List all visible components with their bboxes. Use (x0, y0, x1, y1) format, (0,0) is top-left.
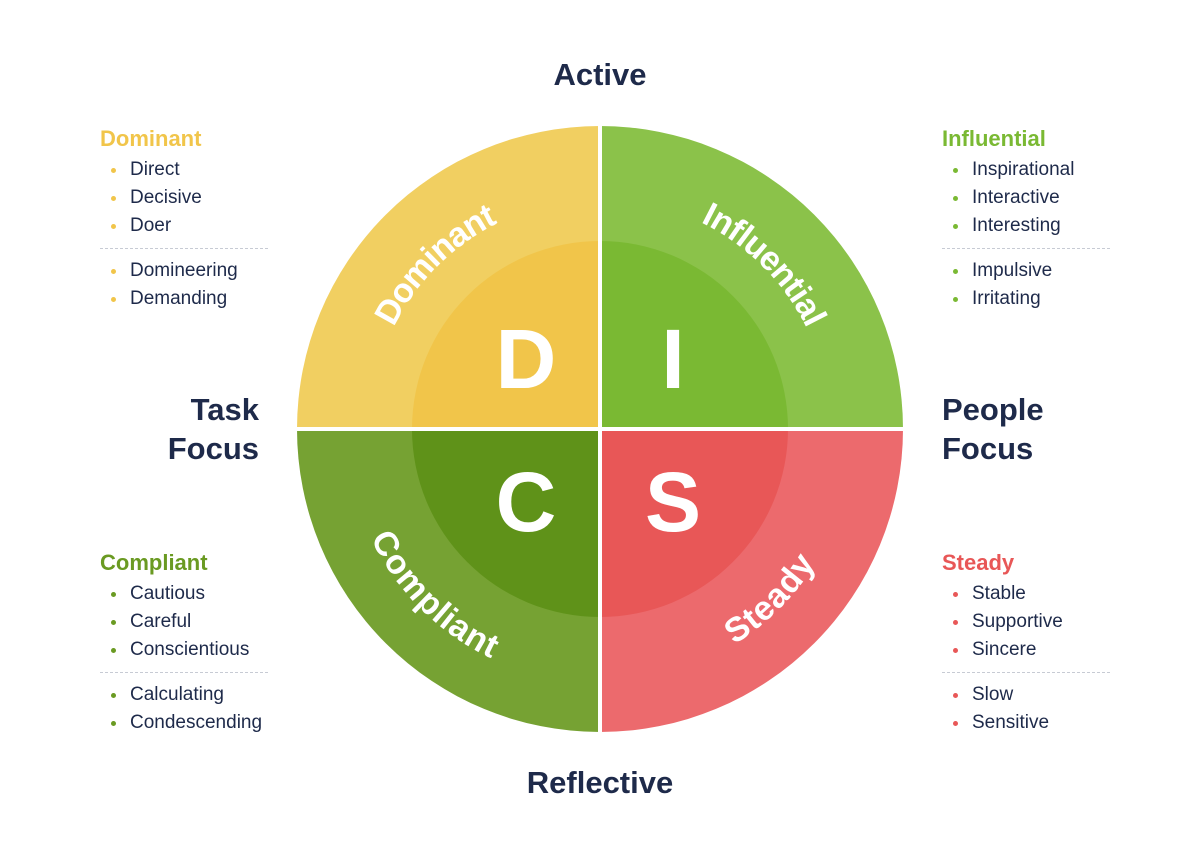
bullet-icon (953, 196, 958, 201)
bullet-icon (953, 297, 958, 302)
bullet-icon (953, 224, 958, 229)
letter-i: I (661, 312, 684, 406)
panel-separator (942, 672, 1110, 673)
panel-title-influential: Influential (942, 126, 1046, 151)
bullet-icon (111, 620, 116, 625)
trait-text: Sensitive (972, 712, 1050, 733)
bullet-icon (953, 168, 958, 173)
trait-text: Stable (972, 583, 1026, 604)
trait-item: Sensitive (942, 709, 1122, 737)
bullet-icon (111, 196, 116, 201)
trait-text: Doer (130, 215, 172, 236)
trait-text: Direct (130, 159, 180, 180)
trait-text: Calculating (130, 684, 224, 705)
trait-text: Demanding (130, 288, 228, 309)
trait-item: Inspirational (942, 156, 1122, 184)
quadrant-dominant-inner (412, 241, 600, 429)
trait-item: Impulsive (942, 257, 1122, 285)
bullet-icon (953, 269, 958, 274)
quadrant-influential-inner (600, 241, 788, 429)
axis-label-active: Active (553, 57, 647, 92)
panel-title-compliant: Compliant (100, 550, 208, 575)
bullet-icon (111, 224, 116, 229)
axis-label-task-line1: Task (190, 392, 259, 427)
trait-item: Demanding (100, 285, 280, 313)
bullet-icon (111, 721, 116, 726)
trait-item: Calculating (100, 681, 280, 709)
axis-label-people-line1: People (942, 392, 1044, 427)
trait-text: Irritating (972, 288, 1041, 309)
trait-text: Domineering (130, 260, 238, 281)
trait-text: Decisive (130, 187, 202, 208)
trait-text: Cautious (130, 583, 205, 604)
axis-label-people-line2: Focus (942, 431, 1034, 466)
trait-item: Stable (942, 580, 1122, 608)
letter-d: D (496, 312, 557, 406)
quadrant-steady-inner (600, 429, 788, 617)
trait-text: Conscientious (130, 639, 250, 660)
trait-item: Condescending (100, 709, 280, 737)
trait-text: Impulsive (972, 260, 1053, 281)
panel-separator (100, 672, 268, 673)
bullet-icon (953, 592, 958, 597)
trait-item: Cautious (100, 580, 280, 608)
bullet-icon (111, 269, 116, 274)
axis-label-task-line2: Focus (167, 431, 259, 466)
trait-item: Slow (942, 681, 1122, 709)
quadrant-compliant-inner (412, 429, 600, 617)
bullet-icon (111, 168, 116, 173)
trait-text: Condescending (130, 712, 263, 733)
trait-item: Irritating (942, 285, 1122, 313)
trait-item: Careful (100, 608, 280, 636)
trait-item: Supportive (942, 608, 1122, 636)
bullet-icon (953, 693, 958, 698)
trait-item: Direct (100, 156, 280, 184)
trait-item: Decisive (100, 184, 280, 212)
trait-item: Sincere (942, 636, 1122, 664)
trait-text: Interactive (972, 187, 1060, 208)
axis-label-reflective: Reflective (526, 765, 674, 800)
bullet-icon (111, 648, 116, 653)
bullet-icon (953, 648, 958, 653)
trait-text: Careful (130, 611, 192, 632)
panel-separator (942, 248, 1110, 249)
trait-item: Interactive (942, 184, 1122, 212)
letter-s: S (645, 455, 701, 549)
bullet-icon (111, 592, 116, 597)
panel-separator (100, 248, 268, 249)
trait-text: Supportive (972, 611, 1063, 632)
trait-text: Inspirational (972, 159, 1075, 180)
trait-text: Sincere (972, 639, 1037, 660)
bullet-icon (953, 620, 958, 625)
bullet-icon (111, 297, 116, 302)
bullet-icon (953, 721, 958, 726)
axis-label-task-focus: Task Focus (100, 390, 259, 468)
trait-item: Conscientious (100, 636, 280, 664)
trait-text: Interesting (972, 215, 1061, 236)
trait-item: Doer (100, 212, 280, 240)
panel-title-steady: Steady (942, 550, 1015, 575)
letter-c: C (496, 455, 557, 549)
axis-label-people-focus: People Focus (942, 390, 1142, 468)
trait-item: Domineering (100, 257, 280, 285)
panel-title-dominant: Dominant (100, 126, 202, 151)
bullet-icon (111, 693, 116, 698)
trait-text: Slow (972, 684, 1014, 705)
trait-item: Interesting (942, 212, 1122, 240)
